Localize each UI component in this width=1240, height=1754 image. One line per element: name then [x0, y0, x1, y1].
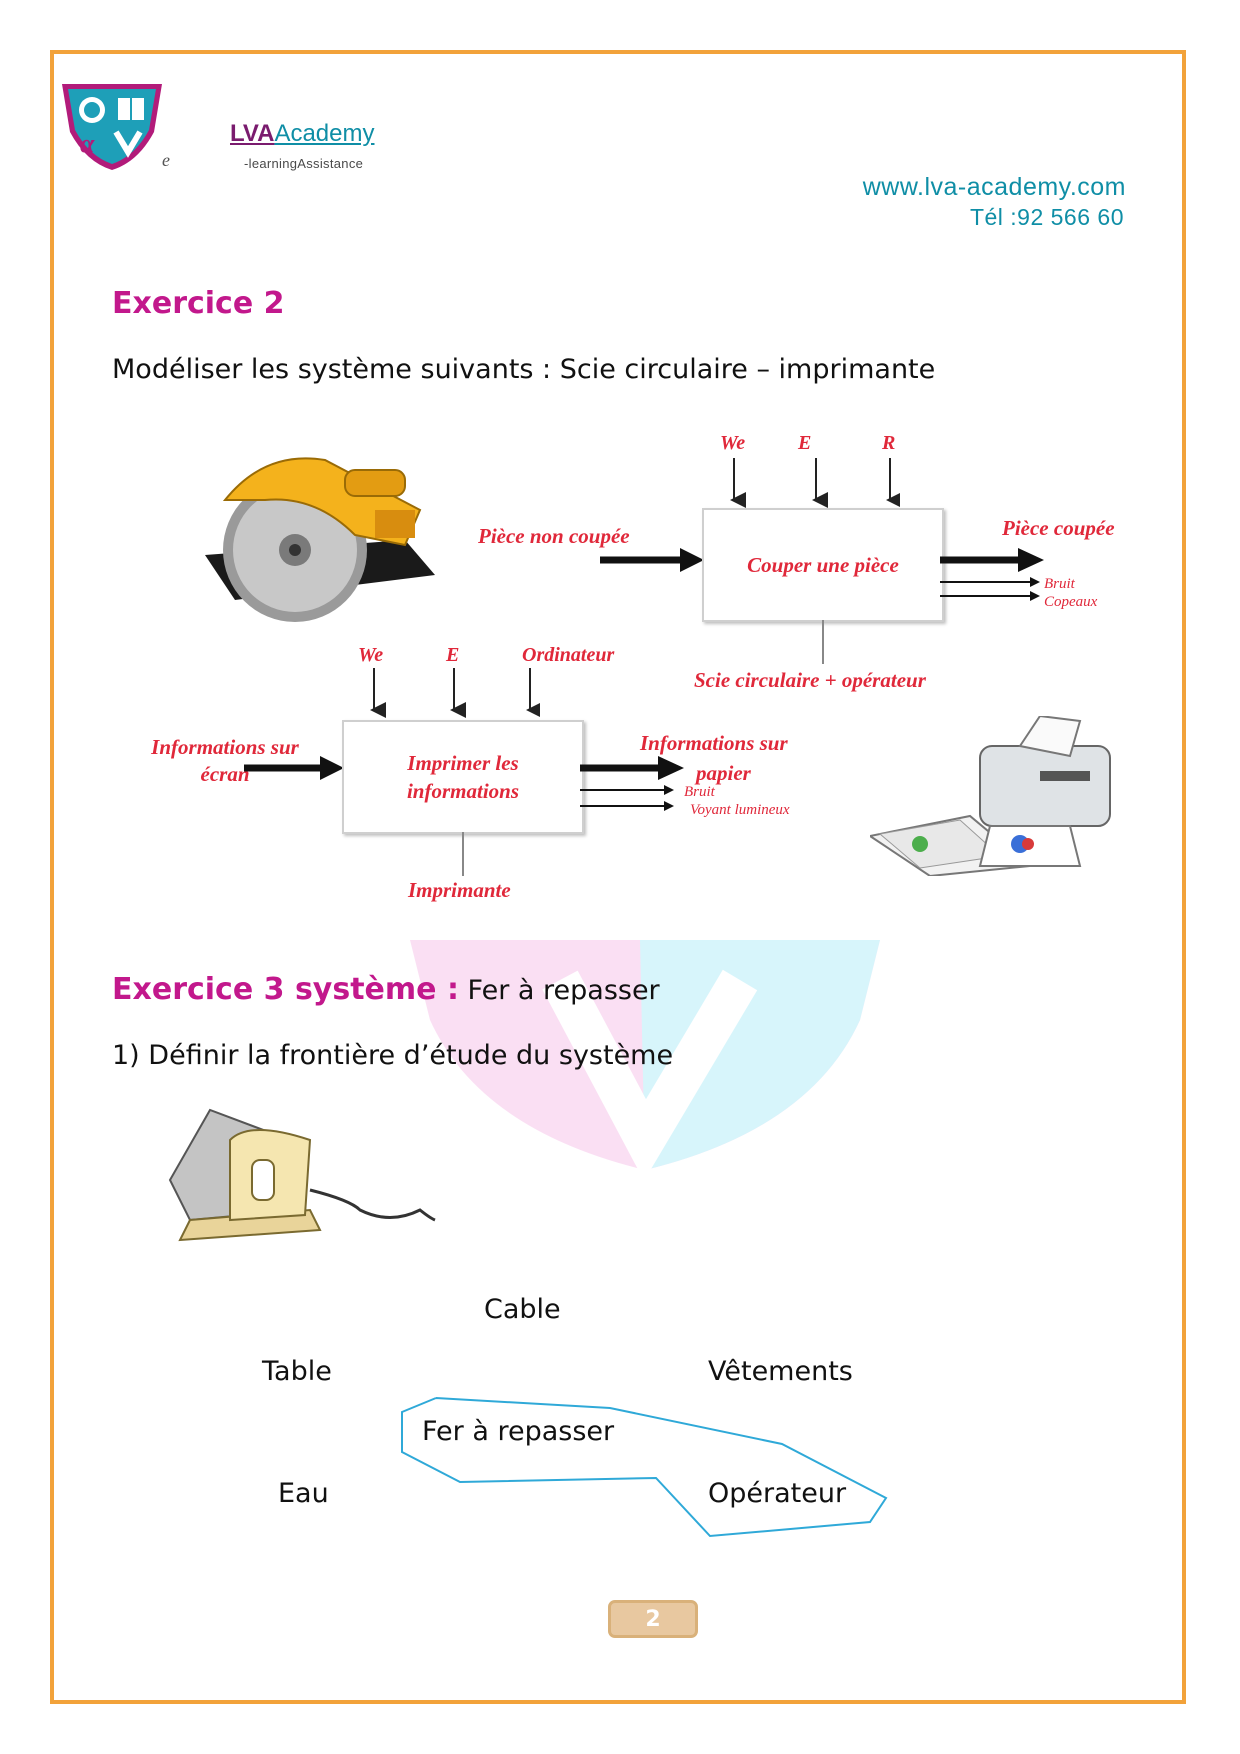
saw-function-label: Couper une pièce: [747, 552, 899, 577]
saw-output-bruit: Bruit: [1044, 576, 1075, 592]
printer-input-ordinateur: Ordinateur: [522, 644, 615, 666]
saw-input-we: We: [720, 432, 746, 454]
printer-output-main-line2: papier: [696, 761, 751, 785]
exercise3-title-line: Exercice 3 système : Fer à repasser: [112, 972, 660, 1007]
printer-output-arrows: [580, 756, 684, 811]
printer-input-arrow: [244, 756, 344, 780]
brand-tagline: -learningAssistance: [244, 156, 364, 171]
saw-support-line: [822, 620, 824, 664]
page-number: 2: [645, 1606, 661, 1632]
watermark-logo-icon: [410, 940, 880, 1170]
printer-input-we: We: [358, 644, 384, 666]
printer-output-bruit: Bruit: [684, 784, 715, 800]
printer-input-left: Informations sur écran: [140, 734, 310, 788]
svg-text:α: α: [80, 129, 95, 158]
website-link[interactable]: www.lva-academy.com: [862, 173, 1126, 201]
boundary-fer: Fer à repasser: [422, 1416, 615, 1447]
exercise3-subject: Fer à repasser: [458, 975, 660, 1006]
saw-support: Scie circulaire + opérateur: [694, 668, 926, 692]
printer-top-arrows: [370, 668, 540, 718]
iron-icon: [168, 1108, 436, 1242]
page-frame: [50, 50, 1186, 1704]
printer-function-label: Imprimer les informations: [407, 749, 519, 805]
printer-output-main-line1: Informations sur: [640, 731, 788, 755]
brand-name: LVAAcademy: [230, 120, 374, 148]
exercise2-instruction: Modéliser les système suivants : Scie ci…: [112, 354, 936, 385]
saw-input-left: Pièce non coupée: [478, 524, 630, 548]
system-boundary-outline: [401, 1397, 888, 1538]
printer-input-left-line1: Informations sur: [151, 735, 299, 759]
printer-icon: [870, 716, 1111, 876]
boundary-eau: Eau: [278, 1478, 329, 1509]
saw-input-arrow: [600, 548, 704, 572]
exercise2-title: Exercice 2: [112, 286, 285, 321]
printer-function-line2: informations: [406, 779, 520, 803]
printer-support: Imprimante: [408, 878, 511, 902]
saw-input-e: E: [798, 432, 812, 454]
printer-function-line1: Imprimer les: [407, 751, 519, 775]
printer-input-e: E: [446, 644, 460, 666]
printer-input-left-line2: écran: [200, 762, 250, 786]
saw-input-r: R: [882, 432, 896, 454]
saw-output-copeaux: Copeaux: [1044, 594, 1098, 610]
boundary-vetements: Vêtements: [708, 1356, 853, 1387]
logo-letter: e: [162, 150, 170, 170]
printer-output-voyant: Voyant lumineux: [690, 802, 790, 818]
phone-number: Tél :92 566 60: [969, 204, 1124, 230]
brand-lva: LVA: [230, 120, 275, 147]
saw-function-box: Couper une pièce: [702, 508, 944, 622]
brand-academy: Academy: [274, 120, 375, 147]
lva-logo-icon: α: [62, 84, 162, 170]
printer-output-main: Informations sur papier: [640, 728, 788, 788]
exercise3-question: 1) Définir la frontière d’étude du systè…: [112, 1040, 674, 1071]
printer-support-line: [462, 832, 464, 876]
page-number-badge: 2: [608, 1600, 698, 1638]
exercise3-title: Exercice 3 système :: [112, 972, 459, 1007]
saw-output-arrows: [940, 548, 1044, 601]
boundary-table: Table: [262, 1356, 332, 1387]
circular-saw-icon: [205, 457, 435, 622]
saw-top-arrows: [730, 458, 900, 508]
boundary-operateur: Opérateur: [708, 1478, 847, 1509]
printer-function-box: Imprimer les informations: [342, 720, 584, 834]
saw-output-main: Pièce coupée: [1002, 516, 1115, 540]
boundary-cable: Cable: [484, 1294, 561, 1325]
